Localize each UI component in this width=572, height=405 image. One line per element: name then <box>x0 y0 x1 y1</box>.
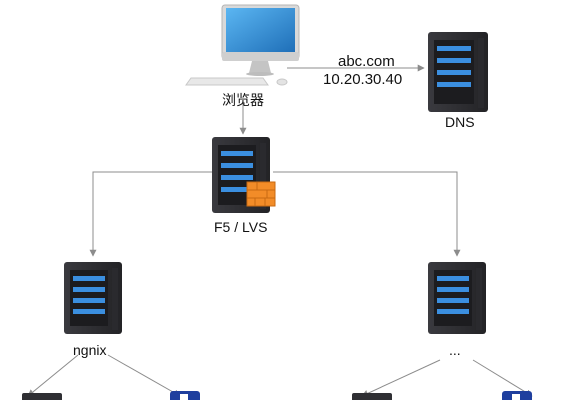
edges <box>27 64 533 397</box>
dns-label: DNS <box>445 114 475 130</box>
dns-query-ip-label: 10.20.30.40 <box>323 71 403 88</box>
edge-lb-to-other <box>273 171 461 257</box>
edge-nginx-to-child-left <box>27 354 79 397</box>
edge-nginx-to-child-right <box>107 354 181 397</box>
edge-lb-to-nginx <box>89 171 213 257</box>
dns-query-domain-label: abc.com <box>338 53 395 70</box>
application-badge-icon <box>170 391 200 403</box>
edge-other-to-child-right <box>472 359 533 397</box>
server-icon <box>352 393 392 403</box>
edge-other-to-child-left <box>361 359 441 397</box>
server-icon <box>428 262 486 334</box>
lb-label: F5 / LVS <box>214 219 268 235</box>
application-badge-icon <box>502 391 532 403</box>
nginx-label: ngnix <box>73 342 107 358</box>
server-icon <box>64 262 122 334</box>
browser-label: 浏览器 <box>222 92 264 108</box>
server-icon <box>428 32 488 112</box>
other-label: ... <box>449 342 461 358</box>
server-icon <box>22 393 62 403</box>
firewall-icon <box>246 181 276 207</box>
desktop-computer-icon <box>185 4 300 86</box>
